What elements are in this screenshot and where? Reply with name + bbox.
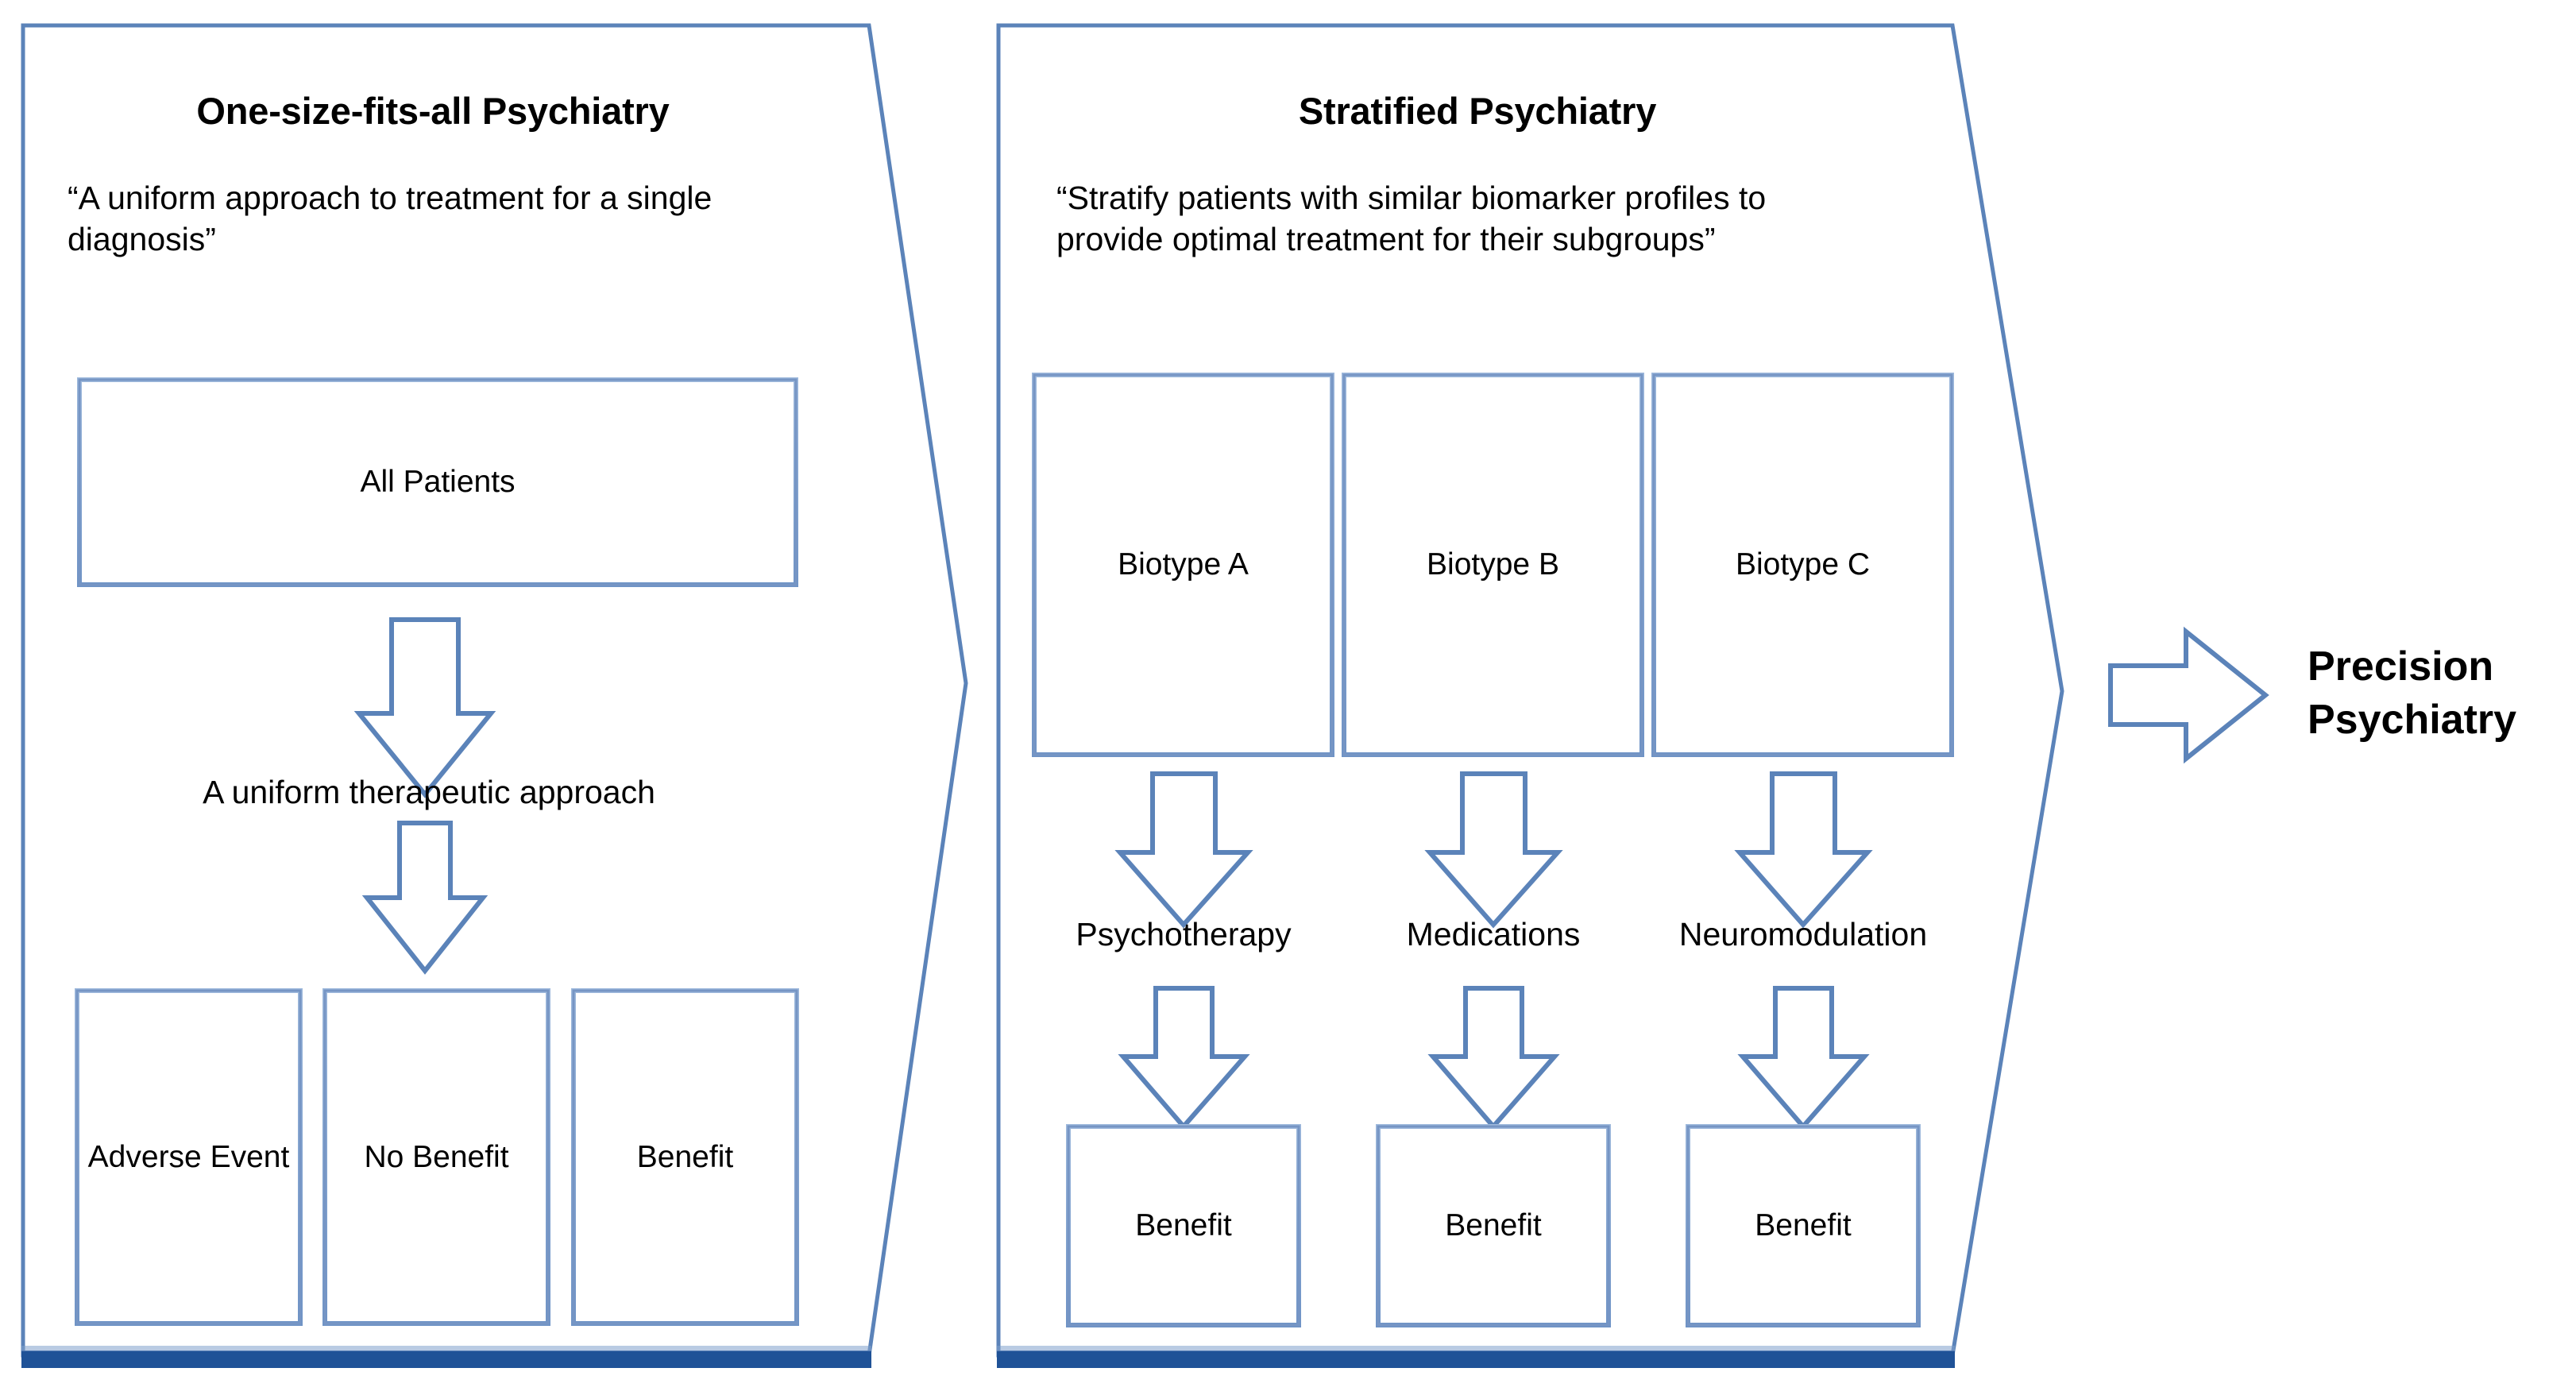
uniform-therapeutic-approach-label: A uniform therapeutic approach <box>203 774 655 810</box>
right-arrow-icon <box>2108 626 2269 764</box>
panel-title-stratified: Stratified Psychiatry <box>1298 90 1657 132</box>
benefit-label-medications: Benefit <box>1445 1208 1542 1243</box>
panel-title-one-size-fits-all: One-size-fits-all Psychiatry <box>196 90 670 132</box>
down-arrow-icon-mid-row2 <box>1118 986 1870 1130</box>
panel-subtitle-one-size-fits-all: “A uniform approach to treatment for a s… <box>68 180 713 258</box>
outcome-box-benefit: Benefit <box>574 991 797 1324</box>
biotype-box-a: Biotype A <box>1034 375 1332 755</box>
treatment-label-psychotherapy: Psychotherapy <box>1076 916 1292 953</box>
precision-psychiatry-line2: Psychiatry <box>2308 697 2517 743</box>
biotype-label-c: Biotype C <box>1735 547 1871 582</box>
outcome-label-adverse-event: Adverse Event <box>87 1139 290 1174</box>
biotype-label-a: Biotype A <box>1118 547 1249 582</box>
biotype-box-b: Biotype B <box>1344 375 1642 755</box>
benefit-box-psychotherapy: Benefit <box>1068 1126 1299 1325</box>
down-arrow-icon-left-1 <box>353 617 496 798</box>
down-arrow-icon-mid-row1 <box>1114 771 1873 929</box>
outcome-label-benefit: Benefit <box>636 1139 734 1174</box>
biotype-label-b: Biotype B <box>1427 547 1559 582</box>
all-patients-box: All Patients <box>79 380 796 585</box>
outcome-label-no-benefit: No Benefit <box>364 1139 509 1174</box>
outcome-box-no-benefit: No Benefit <box>325 991 548 1324</box>
biotype-box-c: Biotype C <box>1654 375 1952 755</box>
precision-psychiatry-line1: Precision <box>2308 643 2494 690</box>
outcome-box-adverse-event: Adverse Event <box>77 991 300 1324</box>
benefit-label-neuromodulation: Benefit <box>1755 1208 1852 1243</box>
panel-subtitle-stratified: “Stratify patients with similar biomarke… <box>1056 180 1767 258</box>
treatment-label-medications: Medications <box>1406 916 1581 953</box>
benefit-label-psychotherapy: Benefit <box>1135 1208 1232 1243</box>
benefit-box-neuromodulation: Benefit <box>1688 1126 1918 1325</box>
all-patients-label: All Patients <box>360 465 516 500</box>
treatment-label-neuromodulation: Neuromodulation <box>1678 916 1928 953</box>
down-arrow-icon-left-2 <box>361 821 489 975</box>
benefit-box-medications: Benefit <box>1378 1126 1609 1325</box>
